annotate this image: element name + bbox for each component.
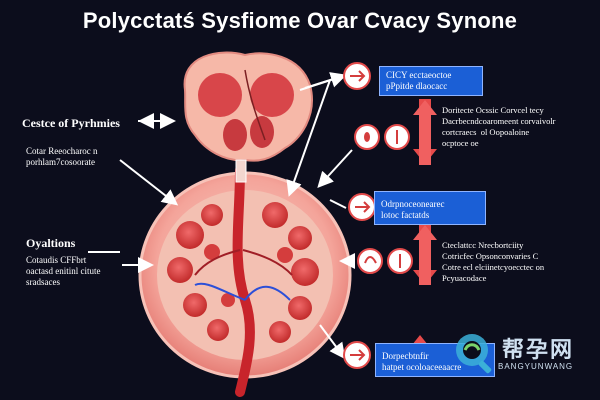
right-box-2: Odrpnoceonearec lotoc factatds (374, 191, 486, 225)
right-icons (343, 62, 413, 369)
ovary (138, 159, 352, 397)
watermark: 帮孕网 BANGYUNWANG (452, 330, 592, 378)
left-text-2: Cotaudis CFFbrt oactasd enitinl citute s… (26, 255, 101, 287)
magnifier-logo-icon (456, 334, 492, 374)
left-text-1: Cotar Reeocharoc n porhlam7cosoorate (26, 146, 98, 167)
top-lobe-lower-left (223, 119, 247, 151)
right-text-2: Cteclattcc Nrecbortciity Cotricfec Opson… (442, 240, 545, 283)
top-lobe-right (250, 73, 294, 117)
left-label-1: Cestce of Pyrhmies (22, 116, 120, 130)
page-title: Polycctatś Sysfiome Ovar Cvacy Synone (82, 8, 518, 33)
left-label-2: Oyaltions (26, 236, 76, 250)
watermark-en: BANGYUNWANG (498, 362, 574, 371)
top-lobe-left (198, 73, 242, 117)
right-box-1: CICY ecctaeoctoe pPpitde dlaocacc (379, 66, 483, 96)
watermark-cn: 帮孕网 (502, 337, 575, 362)
red-arrows (408, 99, 437, 375)
top-organ (183, 51, 313, 162)
right-text-1: Doritecte Ocssic Corvcel tecy Dacrbecndc… (442, 105, 556, 148)
